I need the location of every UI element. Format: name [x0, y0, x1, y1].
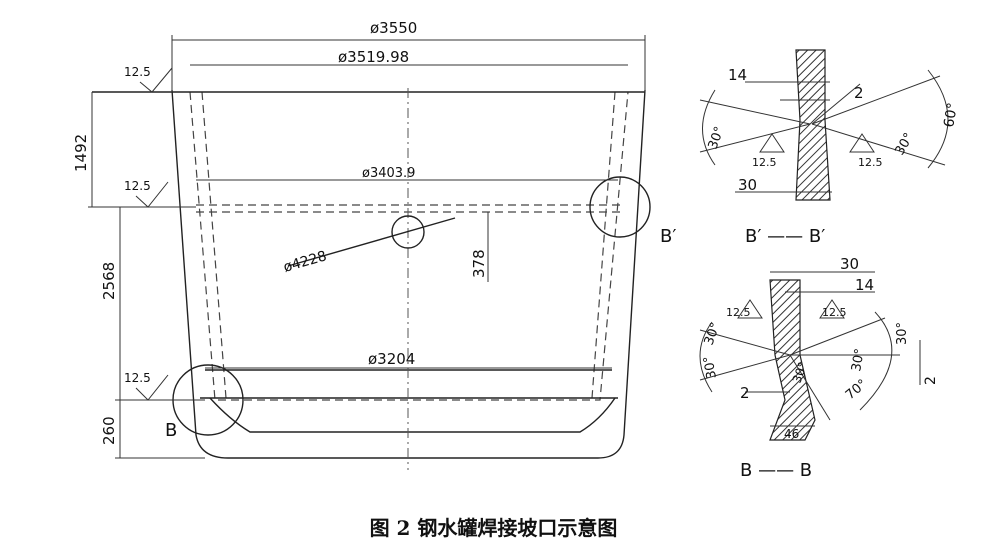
roughness-3: 12.5: [124, 371, 151, 385]
bp-roughness-2: 12.5: [858, 156, 883, 169]
dim-351998: ø3519.98: [338, 48, 409, 66]
b-roughness-1: 12.5: [726, 306, 751, 319]
vessel-view: [92, 88, 651, 470]
b-angle-30-b: 30°: [701, 355, 720, 380]
b-dim-2-right: 2: [923, 376, 939, 385]
b-arc-left: [699, 321, 713, 393]
bp-dim-14: 14: [728, 66, 747, 84]
vessel-inner-lining: [189, 91, 629, 401]
bottom-bowl: [209, 397, 616, 433]
bp-dim-2: 2: [854, 84, 864, 102]
b-dim-2: 2: [740, 384, 750, 402]
roughness-symbols-main: 12.5 12.5 12.5: [124, 65, 173, 401]
arc-left: [702, 89, 716, 166]
b-angle-30-d: 30°: [895, 322, 910, 345]
plate-b-prime: [795, 49, 831, 201]
section-b: 30 14 2 46 2 30° 30° 30° 30° 30° 70° 12.…: [699, 255, 939, 481]
bp-angle-60: 60°: [941, 101, 961, 128]
dim-260: 260: [100, 416, 118, 445]
dim-3204: ø3204: [368, 350, 415, 368]
detail-circle-b-prime: [589, 176, 651, 238]
section-b-prime-title: B′ —— B′: [745, 226, 825, 247]
vessel-outer-shell: [171, 89, 646, 459]
figure-caption: 图 2 钢水罐焊接坡口示意图: [369, 516, 618, 540]
b-angle-70: 70°: [843, 377, 870, 403]
label-b-prime: B′: [660, 226, 676, 247]
dim-2568: 2568: [100, 262, 118, 300]
b-roughness-2: 12.5: [822, 306, 847, 319]
bp-dim-30: 30: [738, 176, 757, 194]
dim-1492: 1492: [72, 134, 90, 172]
roughness-1: 12.5: [124, 65, 151, 79]
label-b: B: [165, 420, 177, 441]
b-dim-46: 46: [784, 427, 799, 441]
arc-right: [927, 69, 949, 169]
section-b-prime: 14 2 30 30° 30° 60° 12.5 12.5 B′ —— B′: [699, 49, 961, 247]
dimension-group-left: 1492 2568 260 378: [72, 92, 489, 459]
bp-roughness-1: 12.5: [752, 156, 777, 169]
b-dim-14: 14: [855, 276, 874, 294]
b-angle-30-a: 30°: [702, 321, 724, 348]
bp-angle-30-left: 30°: [706, 125, 728, 152]
dim-4228: ø4228: [282, 248, 329, 276]
dim-34039: ø3403.9: [362, 166, 415, 181]
drawing: ø3550 ø3519.98 ø3403.9 ø3204 ø4228 1492 …: [72, 19, 961, 481]
b-angle-30-c: 30°: [849, 347, 868, 372]
b-arc-right: [859, 311, 893, 411]
nozzle-leader: [287, 217, 456, 267]
dim-378: 378: [470, 249, 488, 278]
nozzle-circle: [391, 215, 425, 249]
b-dim-30: 30: [840, 255, 859, 273]
b-angle-30-e: 30°: [790, 360, 810, 385]
roughness-2: 12.5: [124, 179, 151, 193]
bp-angle-30-right: 30°: [892, 131, 917, 158]
section-b-title: B —— B: [740, 460, 812, 481]
dim-3550: ø3550: [370, 19, 417, 37]
